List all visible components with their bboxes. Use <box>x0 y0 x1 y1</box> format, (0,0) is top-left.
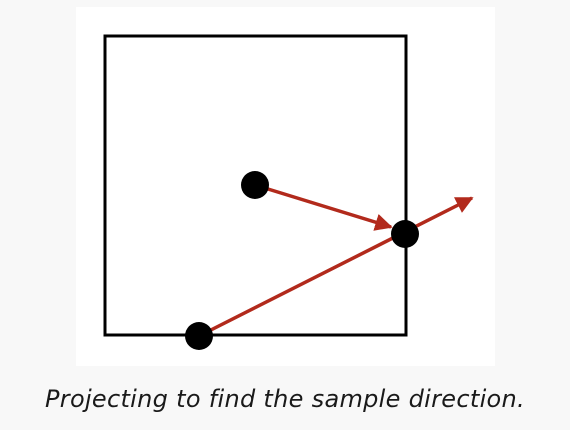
projection-arrow <box>198 196 474 338</box>
domain-square <box>103 34 408 337</box>
bottom-point <box>185 322 213 350</box>
shading-point <box>241 171 269 199</box>
figure-panel <box>76 7 495 366</box>
figure-caption: Projecting to find the sample direction. <box>45 385 525 413</box>
direction-arrow <box>254 183 393 231</box>
boundary-point <box>391 220 419 248</box>
